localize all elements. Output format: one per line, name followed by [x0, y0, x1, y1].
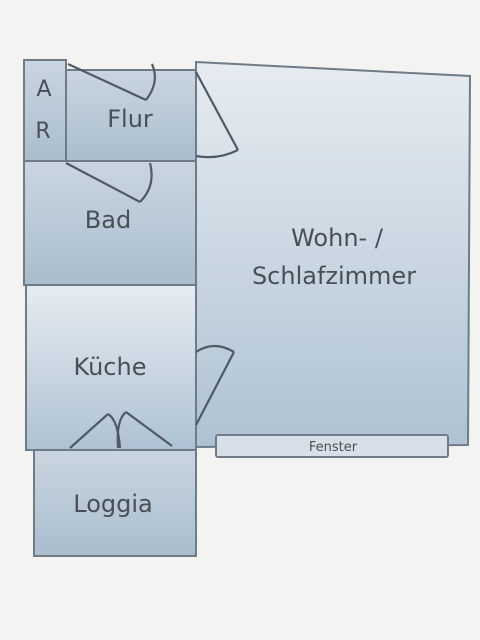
label-flur: Flur [107, 105, 153, 133]
label-wohnen-line2: Schlafzimmer [252, 262, 416, 290]
door-loggia-right-arc [116, 411, 127, 449]
label-bad: Bad [85, 206, 131, 234]
room-flur [65, 69, 197, 162]
door-wohnzimmer [195, 71, 239, 151]
label-abstellraum-line1: A [36, 77, 51, 102]
door-loggia-left-arc [107, 413, 122, 449]
label-kueche: Küche [74, 353, 147, 381]
door-bad [65, 162, 141, 203]
room-bad [23, 160, 197, 286]
door-flur-entry [67, 63, 147, 101]
door-loggia-right [125, 411, 173, 447]
label-fenster: Fenster [309, 440, 358, 455]
door-wohnzimmer-arc [195, 149, 239, 159]
room-kueche [25, 284, 197, 451]
window-fenster [215, 434, 449, 458]
door-flur-entry-arc [145, 63, 157, 101]
door-swings [65, 63, 239, 449]
room-wohn-schlafzimmer [195, 60, 472, 449]
door-bad-arc [139, 162, 153, 203]
label-loggia: Loggia [73, 490, 152, 518]
label-abstellraum-line2: R [35, 119, 50, 144]
door-kueche-arc [195, 344, 235, 353]
door-kueche [195, 351, 235, 426]
label-wohnen-line1: Wohn- / [291, 224, 384, 252]
room-abstellraum [23, 59, 67, 162]
room-loggia [33, 449, 197, 557]
door-loggia-left [69, 413, 109, 449]
